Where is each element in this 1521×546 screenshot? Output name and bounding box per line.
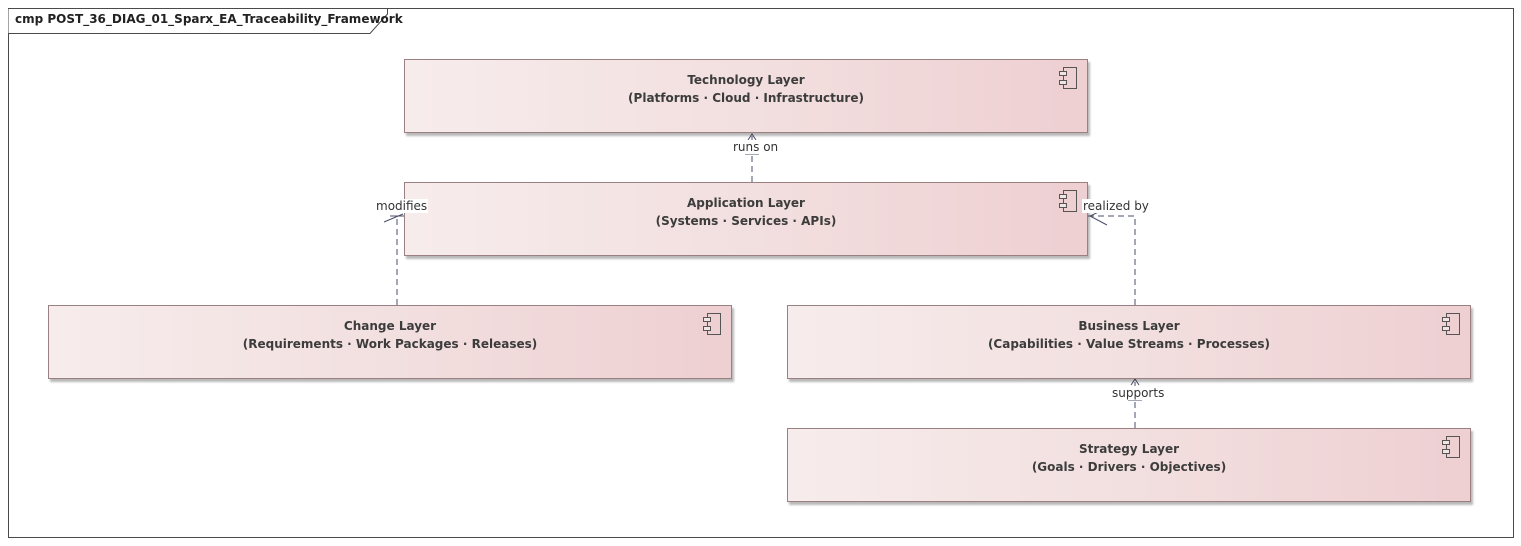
runs-on-label: runs on: [732, 140, 780, 154]
supports-label: supports: [1111, 386, 1166, 400]
component-name: Business Layer: [1078, 319, 1180, 333]
application-layer-component[interactable]: Application Layer (Systems · Services · …: [404, 182, 1088, 256]
component-detail: (Goals · Drivers · Objectives): [1031, 460, 1227, 474]
business-layer-component[interactable]: Business Layer (Capabilities · Value Str…: [787, 305, 1471, 379]
diagram-title: cmp POST_36_DIAG_01_Sparx_EA_Traceabilit…: [15, 12, 403, 26]
realized-by-connector: [1088, 215, 1136, 305]
realized-by-label: realized by: [1082, 199, 1150, 213]
frame-tab: [8, 8, 388, 34]
modifies-arrowhead: [383, 213, 404, 223]
component-detail: (Platforms · Cloud · Infrastructure): [628, 91, 864, 105]
component-name: Technology Layer: [687, 73, 805, 87]
component-detail: (Capabilities · Value Streams · Processe…: [987, 337, 1271, 351]
change-layer-component[interactable]: Change Layer (Requirements · Work Packag…: [48, 305, 732, 379]
technology-layer-component[interactable]: Technology Layer (Platforms · Cloud · In…: [404, 59, 1088, 133]
modifies-label: modifies: [375, 199, 429, 213]
component-icon: [703, 313, 721, 335]
strategy-layer-component[interactable]: Strategy Layer (Goals · Drivers · Object…: [787, 428, 1471, 502]
component-name: Application Layer: [687, 196, 805, 210]
component-icon: [1442, 436, 1460, 458]
component-icon: [1059, 67, 1077, 89]
component-name: Change Layer: [343, 319, 437, 333]
runs-on-arrowhead: [747, 133, 757, 141]
component-name: Strategy Layer: [1078, 442, 1180, 456]
supports-arrowhead: [1130, 378, 1140, 386]
component-detail: (Requirements · Work Packages · Releases…: [242, 337, 538, 351]
component-icon: [1059, 190, 1077, 212]
component-icon: [1442, 313, 1460, 335]
component-detail: (Systems · Services · APIs): [655, 214, 837, 228]
